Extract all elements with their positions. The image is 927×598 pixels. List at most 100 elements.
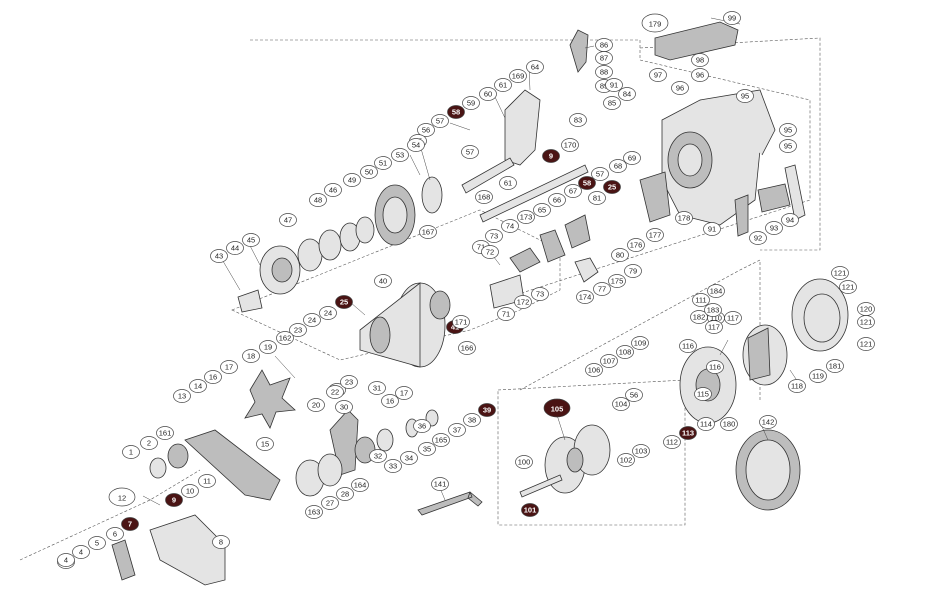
callout-bubble bbox=[603, 180, 621, 194]
callout-28: 28 bbox=[336, 487, 354, 501]
callout-bubble bbox=[704, 303, 722, 317]
part-shapes bbox=[111, 21, 849, 586]
part-number: 47 bbox=[284, 216, 292, 225]
callout-bubble bbox=[279, 213, 297, 227]
callout-bubble bbox=[369, 449, 387, 463]
callout-66: 66 bbox=[548, 193, 566, 207]
callout-69: 69 bbox=[623, 151, 641, 165]
part-number: 57 bbox=[436, 117, 444, 126]
callout-bubble bbox=[723, 11, 741, 25]
part-number: 39 bbox=[483, 406, 491, 415]
callout-175: 175 bbox=[608, 274, 626, 288]
part-number: 116 bbox=[709, 363, 721, 372]
callout-168: 168 bbox=[475, 190, 493, 204]
callout-16: 16 bbox=[381, 394, 399, 408]
callout-bubble bbox=[623, 151, 641, 165]
callout-bubble bbox=[57, 553, 75, 567]
callout-bubble bbox=[588, 191, 606, 205]
callout-44: 44 bbox=[226, 241, 244, 255]
callout-bubble bbox=[106, 527, 124, 541]
callout-108: 108 bbox=[616, 345, 634, 359]
part-number: 37 bbox=[453, 426, 461, 435]
callout-bubble bbox=[593, 282, 611, 296]
callout-bubble bbox=[542, 149, 560, 163]
callout-bubble bbox=[603, 96, 621, 110]
callout-38: 38 bbox=[463, 413, 481, 427]
callout-bubble bbox=[759, 415, 777, 429]
callout-bubble bbox=[703, 222, 721, 236]
callout-bubble bbox=[431, 114, 449, 128]
part-number: 4 bbox=[64, 556, 68, 565]
part-number: 98 bbox=[696, 56, 704, 65]
callout-121: 121 bbox=[839, 280, 857, 294]
part-number: 1 bbox=[129, 448, 133, 457]
part-number: 112 bbox=[666, 438, 678, 447]
part-number: 2 bbox=[147, 439, 151, 448]
callout-116: 116 bbox=[706, 360, 724, 374]
callout-bubble bbox=[448, 423, 466, 437]
callout-bubble bbox=[121, 517, 139, 531]
connector-94 bbox=[757, 183, 791, 213]
callout-bubble bbox=[663, 435, 681, 449]
callout-184: 184 bbox=[707, 284, 725, 298]
callout-bubble bbox=[462, 96, 480, 110]
part-number: 80 bbox=[616, 251, 624, 260]
callout-bubble bbox=[212, 535, 230, 549]
part-number: 117 bbox=[708, 323, 720, 332]
part-number: 13 bbox=[178, 392, 186, 401]
callout-bubble bbox=[521, 503, 539, 517]
callout-bubble bbox=[616, 345, 634, 359]
callout-bubble bbox=[303, 313, 321, 327]
callout-81: 81 bbox=[588, 191, 606, 205]
callout-119: 119 bbox=[809, 369, 827, 383]
callout-bubble bbox=[452, 315, 470, 329]
part-number: 4 bbox=[79, 548, 83, 557]
part-number: 86 bbox=[600, 41, 608, 50]
callout-109: 109 bbox=[631, 336, 649, 350]
part-number: 58 bbox=[583, 179, 591, 188]
callout-bubble bbox=[413, 419, 431, 433]
part-number: 73 bbox=[490, 232, 498, 241]
callout-bubble bbox=[517, 210, 535, 224]
callout-bubble bbox=[419, 225, 437, 239]
handle-knob bbox=[149, 514, 226, 586]
callout-48: 48 bbox=[309, 193, 327, 207]
part-number: 106 bbox=[588, 366, 601, 375]
callout-105: 105 bbox=[543, 398, 571, 418]
callout-102: 102 bbox=[617, 453, 635, 467]
callout-bubble bbox=[585, 363, 603, 377]
callout-57: 57 bbox=[591, 167, 609, 181]
callout-97: 97 bbox=[649, 68, 667, 82]
callout-bubble bbox=[173, 389, 191, 403]
callout-73: 73 bbox=[485, 229, 503, 243]
callout-65: 65 bbox=[533, 203, 551, 217]
part-number: 7 bbox=[128, 520, 132, 529]
pinion-shaft bbox=[461, 157, 515, 194]
part-number: 44 bbox=[231, 244, 239, 253]
part-number-labels: 1799997988687888964169616059585756555453… bbox=[57, 11, 875, 569]
callout-bubble bbox=[461, 145, 479, 159]
callout-bubble bbox=[326, 385, 344, 399]
callout-bubble bbox=[705, 320, 723, 334]
part-number: 67 bbox=[569, 187, 577, 196]
part-number: 121 bbox=[842, 283, 855, 292]
part-number: 167 bbox=[422, 228, 435, 237]
callout-bubble bbox=[458, 341, 476, 355]
callout-bubble bbox=[608, 274, 626, 288]
callout-178: 178 bbox=[675, 211, 693, 225]
callout-171: 171 bbox=[452, 315, 470, 329]
part-number: 109 bbox=[634, 339, 647, 348]
callout-bubble bbox=[533, 203, 551, 217]
callout-bubble bbox=[407, 138, 425, 152]
callout-83: 83 bbox=[569, 113, 587, 127]
part-number: 25 bbox=[608, 183, 616, 192]
callout-bubble bbox=[564, 184, 582, 198]
callout-54: 54 bbox=[407, 138, 425, 152]
callout-58: 58 bbox=[578, 176, 596, 190]
part-number: 180 bbox=[723, 420, 736, 429]
callout-99: 99 bbox=[723, 11, 741, 25]
callout-32: 32 bbox=[369, 449, 387, 463]
callout-bubble bbox=[692, 293, 710, 307]
callout-114: 114 bbox=[697, 417, 715, 431]
part-number: 102 bbox=[620, 456, 633, 465]
